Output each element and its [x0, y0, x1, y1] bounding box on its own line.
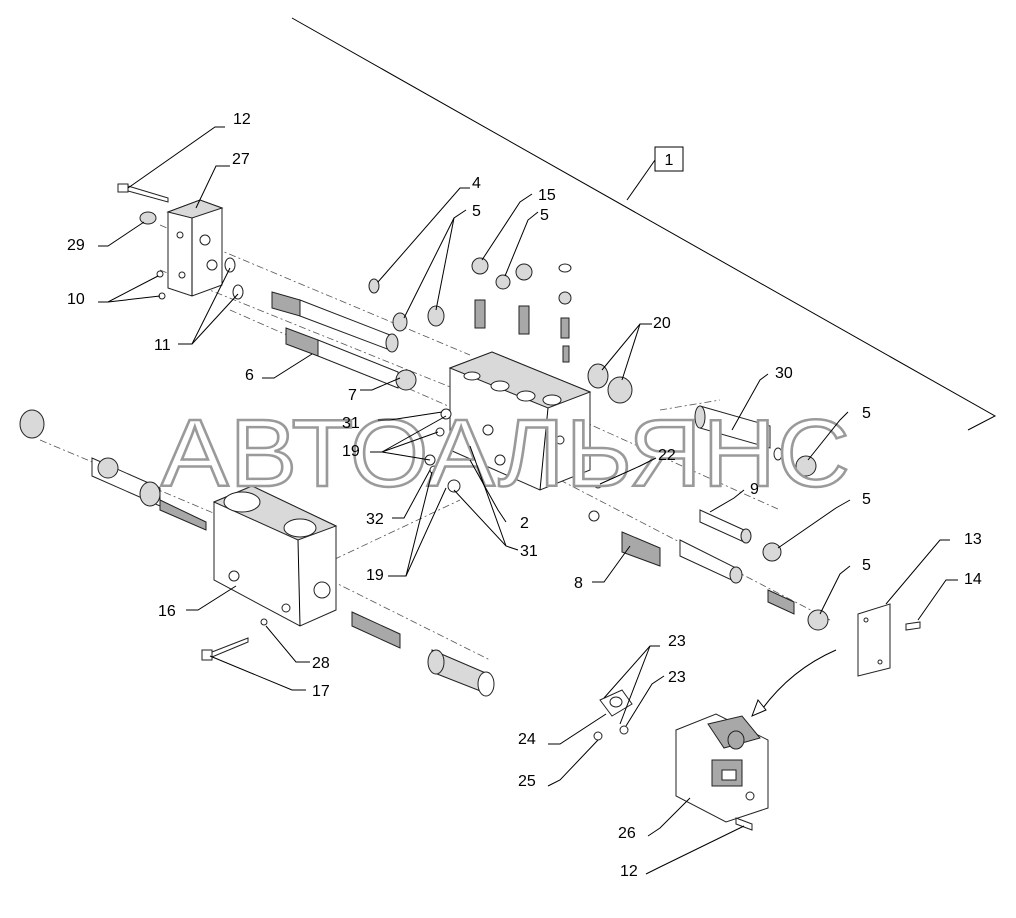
- leader-lines: [98, 126, 958, 875]
- callout-5e: 5: [862, 557, 871, 574]
- bolt-12-top: [117, 183, 169, 203]
- watermark: АВТОАЛЬЯНС: [161, 400, 851, 507]
- callout-31b: 31: [520, 543, 538, 560]
- gasket-23-24-25: [593, 689, 633, 741]
- assembly-leader: [626, 159, 656, 201]
- end-cover-27: [166, 199, 224, 297]
- plug-5-mid: [762, 542, 782, 562]
- callout-labels: 12 27 29 10 11 4 5 15 5 20 6 7 31 19 30 …: [67, 111, 982, 880]
- o-ring-11a: [224, 257, 236, 273]
- callout-23b: 23: [668, 669, 686, 686]
- seal-10a: [156, 270, 164, 278]
- callout-16: 16: [158, 603, 176, 620]
- spring-5-lower: [767, 589, 829, 631]
- callout-30: 30: [775, 365, 793, 382]
- end-housing-16: [212, 485, 338, 627]
- arrow-curve: [759, 649, 837, 713]
- callout-28: 28: [312, 655, 330, 672]
- callout-10: 10: [67, 291, 85, 308]
- callout-5a: 5: [472, 203, 481, 220]
- callout-22: 22: [658, 447, 676, 464]
- valve-body-2: [448, 351, 592, 491]
- assembly-label: 1: [665, 152, 674, 169]
- callout-2: 2: [520, 515, 529, 532]
- fittings-20: [587, 363, 633, 404]
- callout-17: 17: [312, 683, 330, 700]
- callout-12-bottom: 12: [620, 863, 638, 880]
- callout-29: 29: [67, 237, 85, 254]
- callout-11: 11: [154, 337, 171, 354]
- callout-7: 7: [348, 387, 357, 404]
- callout-12-top: 12: [233, 111, 251, 128]
- callout-4: 4: [472, 175, 481, 192]
- spool-assembly-upper: [271, 291, 399, 353]
- plug-group-4-5: [368, 278, 445, 332]
- ball-22b: [588, 510, 600, 522]
- callout-5b: 5: [540, 207, 549, 224]
- o-ring-11b: [232, 284, 244, 300]
- callout-8: 8: [574, 575, 583, 592]
- callout-14: 14: [964, 571, 982, 588]
- assembly-boundary-line: [291, 17, 997, 431]
- callout-5d: 5: [862, 491, 871, 508]
- callout-20: 20: [653, 315, 671, 332]
- solenoid-26: [675, 713, 769, 823]
- callout-26: 26: [618, 825, 636, 842]
- vertical-valves: [471, 257, 572, 363]
- callout-19a: 19: [342, 443, 360, 460]
- callout-23a: 23: [668, 633, 686, 650]
- arrow-head: [751, 699, 767, 717]
- spool-8: [621, 531, 743, 584]
- callout-19b: 19: [366, 567, 384, 584]
- spool-9: [699, 509, 752, 544]
- spring-plug-bottom: [351, 611, 495, 697]
- plug-5-right: [795, 455, 817, 477]
- bolt-12-bottom: [735, 817, 753, 831]
- callout-25: 25: [518, 773, 536, 790]
- screw-14: [905, 621, 921, 631]
- left-plug-spool: [19, 409, 207, 531]
- spool-assembly-lower: [285, 327, 417, 391]
- assembly-label-box: [654, 146, 684, 172]
- callout-6: 6: [245, 367, 254, 384]
- washer-28: [260, 618, 268, 626]
- callout-5c: 5: [862, 405, 871, 422]
- callout-32: 32: [366, 511, 384, 528]
- bolt-17: [201, 637, 249, 661]
- callout-9: 9: [750, 481, 759, 498]
- callout-31a: 31: [342, 415, 360, 432]
- callout-27: 27: [232, 151, 250, 168]
- ball-22: [593, 479, 603, 489]
- seals-19-31-32: [424, 408, 461, 493]
- cover-13: [857, 603, 891, 677]
- callout-13: 13: [964, 531, 982, 548]
- callout-24: 24: [518, 731, 536, 748]
- block-30: [694, 405, 783, 461]
- callout-15: 15: [538, 187, 556, 204]
- plug-29: [139, 211, 157, 225]
